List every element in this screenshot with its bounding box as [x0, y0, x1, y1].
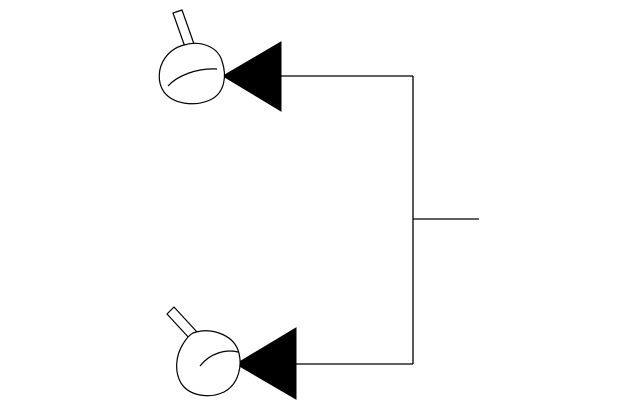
upper-arrowhead-left-icon	[222, 41, 282, 112]
upper-branch	[158, 9, 413, 112]
lower-bulb-icon	[166, 306, 241, 397]
upper-bulb-icon	[158, 9, 225, 105]
lower-arrowhead-left-icon	[235, 327, 297, 400]
lower-branch	[166, 306, 413, 400]
